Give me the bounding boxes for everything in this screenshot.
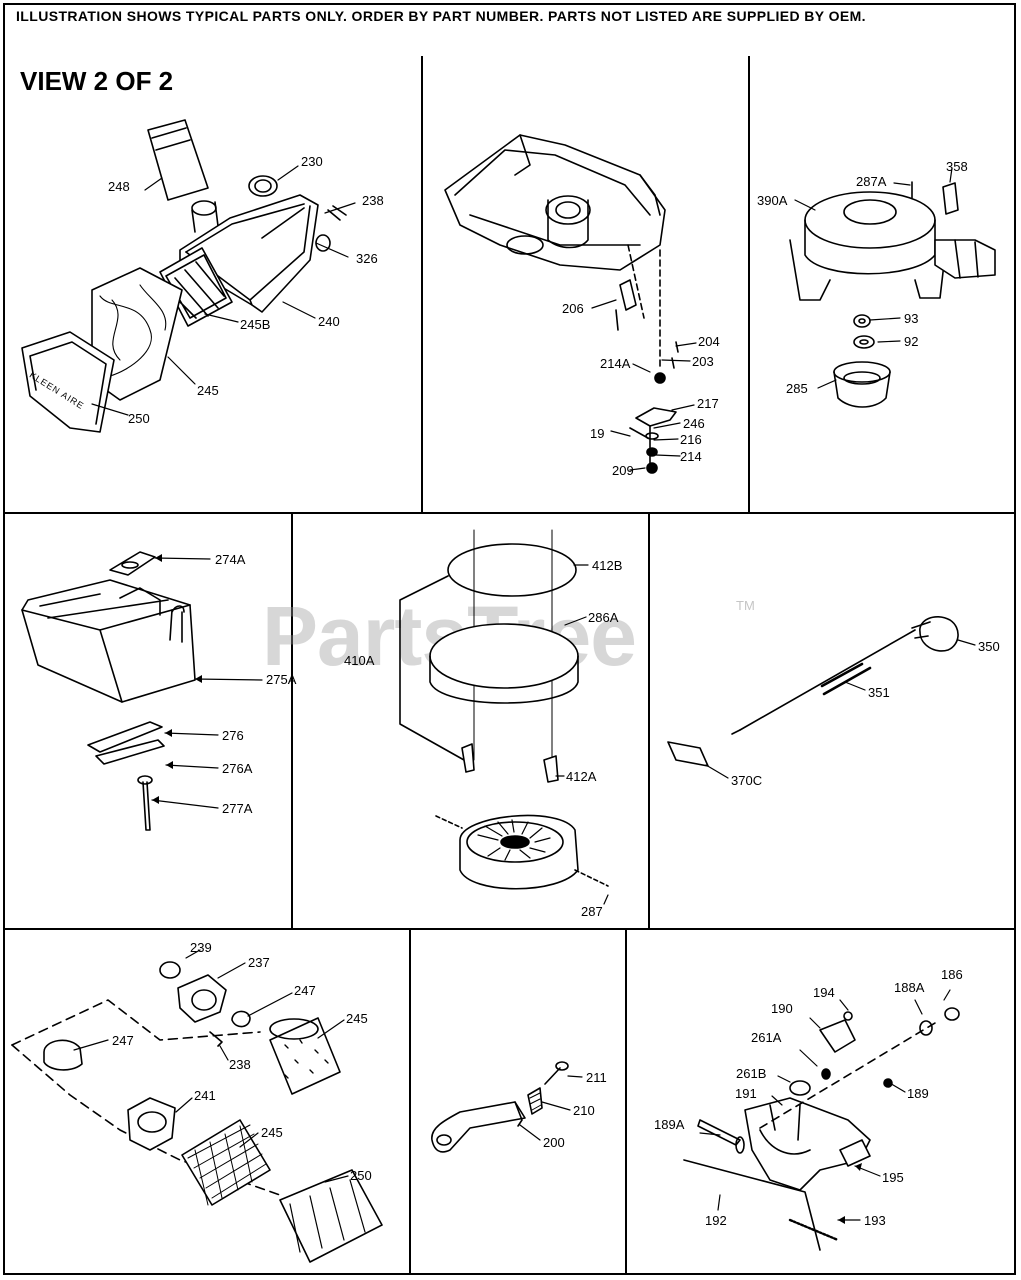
part-label-287A: 287A <box>856 174 887 189</box>
grid-divider-r2a <box>291 512 293 928</box>
leader-lines <box>73 165 976 1221</box>
control-bracket-illustration <box>683 1007 960 1251</box>
watermark-trademark: TM <box>736 598 755 613</box>
grid-divider-r1b <box>748 56 750 512</box>
part-label-390A: 390A <box>757 193 788 208</box>
grid-divider-r2b <box>648 512 650 928</box>
part-label-410A: 410A <box>344 653 375 668</box>
part-label-217: 217 <box>697 396 719 411</box>
air-cleaner-cylinder-illustration <box>11 961 383 1263</box>
part-label-358: 358 <box>946 159 968 174</box>
part-label-214: 214 <box>680 449 702 464</box>
view-title: VIEW 2 OF 2 <box>20 66 174 96</box>
part-label-247-right: 247 <box>294 983 316 998</box>
part-label-239: 239 <box>190 940 212 955</box>
muffler-illustration <box>21 551 196 831</box>
part-label-261B: 261B <box>736 1066 767 1081</box>
part-label-247-left: 247 <box>112 1033 134 1048</box>
part-label-210: 210 <box>573 1103 595 1118</box>
part-label-245-upper: 245 <box>346 1011 368 1026</box>
part-label-412B: 412B <box>592 558 623 573</box>
part-label-275A: 275A <box>266 672 297 687</box>
part-label-200: 200 <box>543 1135 565 1150</box>
part-label-248: 248 <box>108 179 130 194</box>
air-cleaner-box-illustration <box>21 119 347 433</box>
part-label-216: 216 <box>680 432 702 447</box>
part-label-195: 195 <box>882 1170 904 1185</box>
part-label-276A: 276A <box>222 761 253 776</box>
part-label-276: 276 <box>222 728 244 743</box>
part-label-351: 351 <box>868 685 890 700</box>
part-label-245-lower: 245 <box>261 1125 283 1140</box>
part-label-250: 250 <box>128 411 150 426</box>
part-label-93: 93 <box>904 311 919 326</box>
choke-cable-illustration <box>667 616 959 767</box>
part-label-214A: 214A <box>600 356 631 371</box>
part-label-277A: 277A <box>222 801 253 816</box>
header-notice: ILLUSTRATION SHOWS TYPICAL PARTS ONLY. O… <box>16 8 866 24</box>
part-label-274A: 274A <box>215 552 246 567</box>
part-label-191: 191 <box>735 1086 757 1101</box>
grid-divider-row1 <box>3 512 1016 514</box>
part-label-189: 189 <box>907 1086 929 1101</box>
part-label-211: 211 <box>586 1070 607 1085</box>
part-label-192: 192 <box>705 1213 727 1228</box>
grid-divider-r1a <box>421 56 423 512</box>
part-label-206: 206 <box>562 301 584 316</box>
part-label-203: 203 <box>692 354 714 369</box>
part-label-230: 230 <box>301 154 323 169</box>
part-label-238: 238 <box>362 193 384 208</box>
part-label-238-cylinder: 238 <box>229 1057 251 1072</box>
leader-arrowheads <box>152 554 862 1224</box>
grid-divider-r3b <box>625 928 627 1275</box>
part-label-245: 245 <box>197 383 219 398</box>
part-label-287: 287 <box>581 904 603 919</box>
rewind-starter-top-illustration <box>789 181 996 408</box>
part-label-209: 209 <box>612 463 634 478</box>
part-label-285: 285 <box>786 381 808 396</box>
part-label-190: 190 <box>771 1001 793 1016</box>
part-label-350: 350 <box>978 639 1000 654</box>
part-label-250-cylinder: 250 <box>350 1168 372 1183</box>
part-label-370C: 370C <box>731 773 763 788</box>
part-label-193: 193 <box>864 1213 886 1228</box>
part-label-412A: 412A <box>566 769 597 784</box>
grid-divider-row2 <box>3 928 1016 930</box>
governor-plate-illustration <box>444 134 679 474</box>
part-label-186: 186 <box>941 967 963 982</box>
part-label-194: 194 <box>813 985 835 1000</box>
grid-divider-r3a <box>409 928 411 1275</box>
rewind-starter-side-illustration <box>399 529 609 890</box>
throttle-lever-illustration <box>431 1061 569 1153</box>
diagram-frame <box>3 3 1016 1275</box>
part-label-326: 326 <box>356 251 378 266</box>
part-label-286A: 286A <box>588 610 619 625</box>
part-label-92: 92 <box>904 334 919 349</box>
part-label-19: 19 <box>590 426 605 441</box>
part-label-240: 240 <box>318 314 340 329</box>
part-label-237: 237 <box>248 955 270 970</box>
part-label-188A: 188A <box>894 980 925 995</box>
part-label-245B: 245B <box>240 317 271 332</box>
part-label-241: 241 <box>194 1088 216 1103</box>
part-label-261A: 261A <box>751 1030 782 1045</box>
part-label-204: 204 <box>698 334 720 349</box>
part-label-189A: 189A <box>654 1117 685 1132</box>
part-label-246: 246 <box>683 416 705 431</box>
